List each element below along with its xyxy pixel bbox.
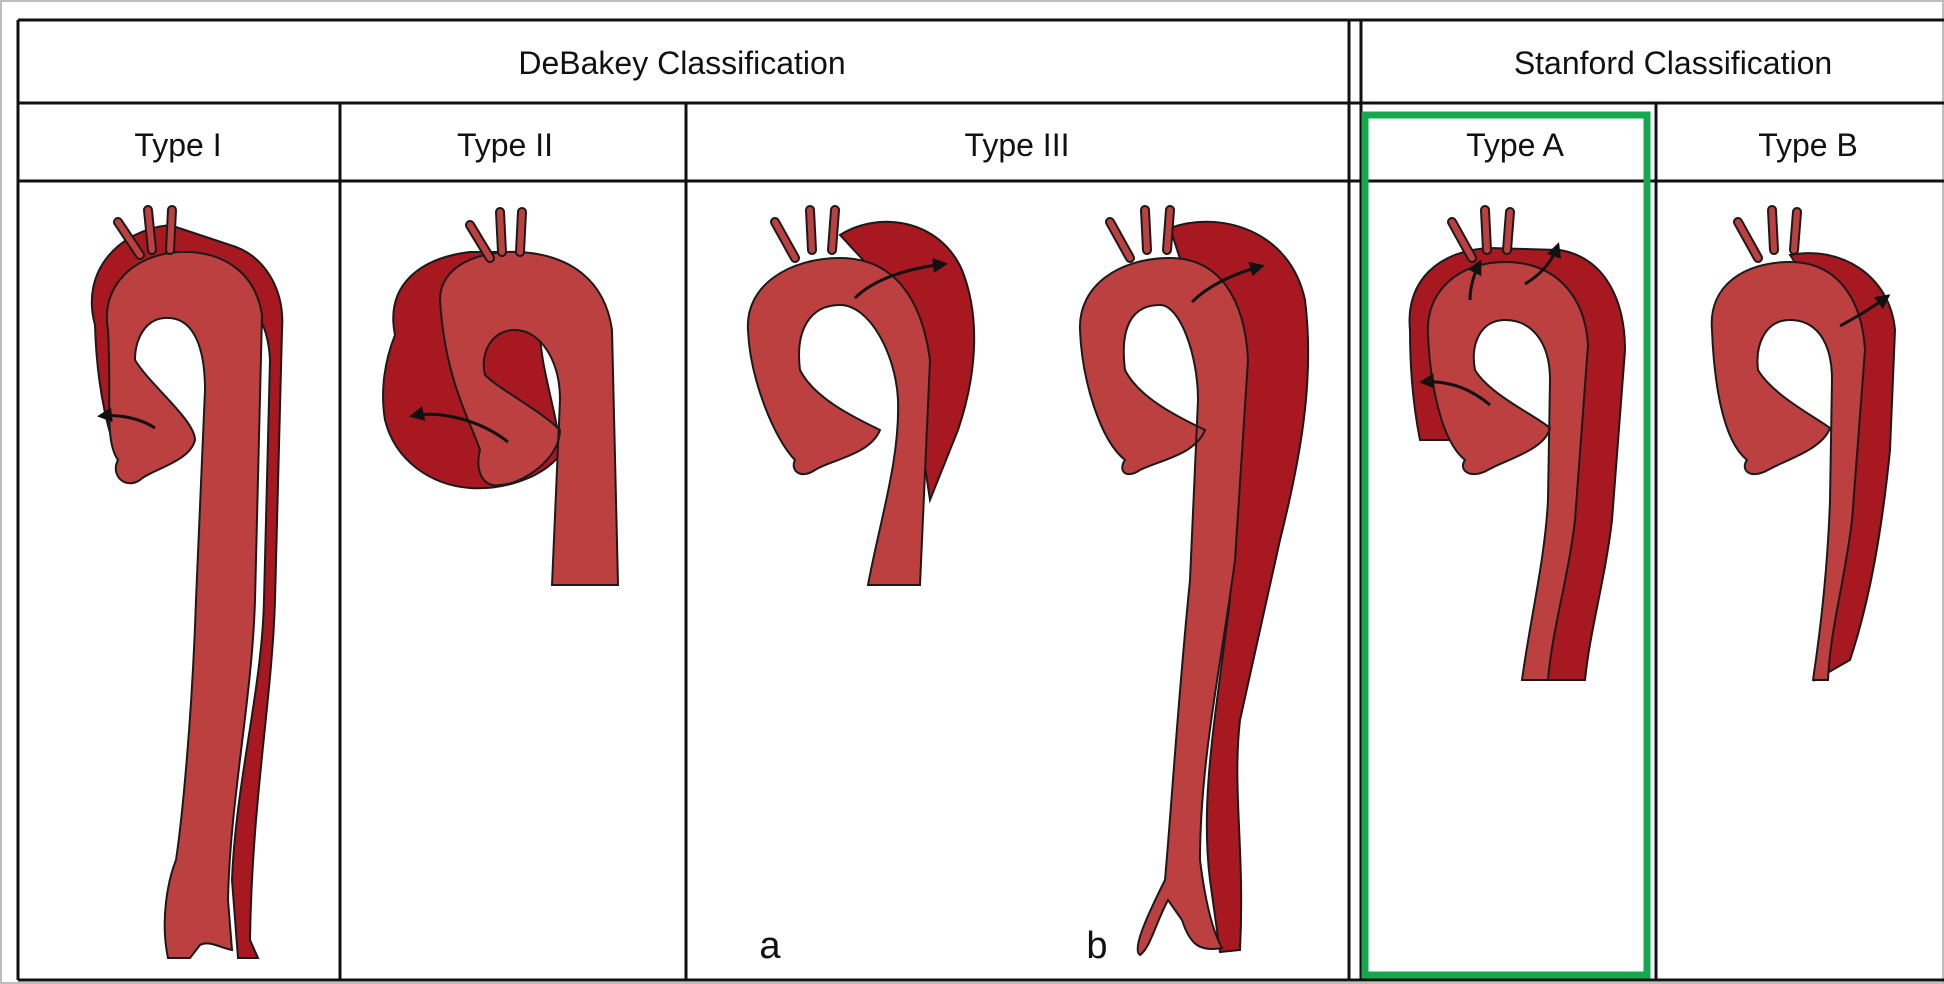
aorta-type-i <box>92 210 282 958</box>
table-grid <box>18 20 1944 980</box>
aorta-type-b <box>1712 210 1895 680</box>
true-lumen <box>748 258 930 585</box>
type-label-a: Type A <box>1466 127 1565 163</box>
arch-branches-fill <box>775 210 835 258</box>
aorta-type-ii <box>383 212 618 585</box>
debakey-title: DeBakey Classification <box>518 45 845 81</box>
subtype-label-a: a <box>759 925 781 967</box>
true-lumen <box>440 252 618 585</box>
aorta-type-iiia <box>748 210 974 585</box>
type-label-i: Type I <box>134 127 221 163</box>
aorta-type-a <box>1410 210 1625 680</box>
type-label-ii: Type II <box>457 127 553 163</box>
subtype-label-b: b <box>1086 925 1107 967</box>
aorta-type-iiib <box>1080 210 1308 955</box>
arch-branches-fill <box>1110 210 1170 258</box>
type-label-b: Type B <box>1758 127 1858 163</box>
type-label-iii: Type III <box>965 127 1070 163</box>
stanford-title: Stanford Classification <box>1514 45 1832 81</box>
